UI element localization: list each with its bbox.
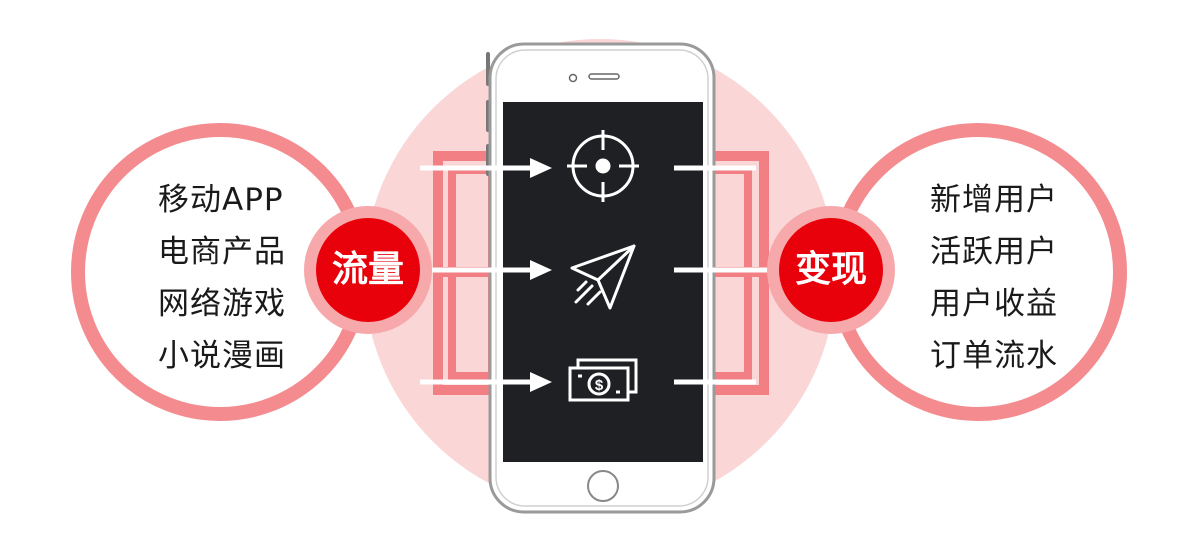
paper-plane-icon: [570, 244, 636, 310]
right-badge-label: 变现: [794, 249, 867, 290]
monetization-item: 订单流水: [930, 338, 1058, 374]
phone-camera: [568, 73, 578, 83]
input-arrows: [420, 158, 552, 392]
traffic-source-item: 电商产品: [158, 234, 286, 270]
traffic-sources-list: 移动APP 电商产品 网络游戏 小说漫画: [158, 174, 286, 382]
phone-speaker: [588, 73, 620, 80]
traffic-source-item: 移动APP: [158, 182, 284, 218]
monetization-item: 活跃用户: [930, 234, 1058, 270]
left-badge: [316, 218, 420, 322]
monetization-item: 用户收益: [930, 286, 1058, 322]
svg-text:$: $: [595, 377, 604, 394]
traffic-source-item: 网络游戏: [158, 286, 286, 322]
monetization-item: 新增用户: [930, 182, 1058, 218]
target-icon: [567, 130, 639, 202]
monetization-results-list: 新增用户 活跃用户 用户收益 订单流水: [930, 174, 1058, 382]
phone-home-button: [587, 470, 619, 502]
phone-screen: [503, 102, 703, 462]
left-badge-label: 流量: [331, 249, 404, 290]
money-icon: $: [568, 358, 638, 402]
traffic-source-item: 小说漫画: [158, 338, 286, 374]
right-badge: [779, 218, 883, 322]
